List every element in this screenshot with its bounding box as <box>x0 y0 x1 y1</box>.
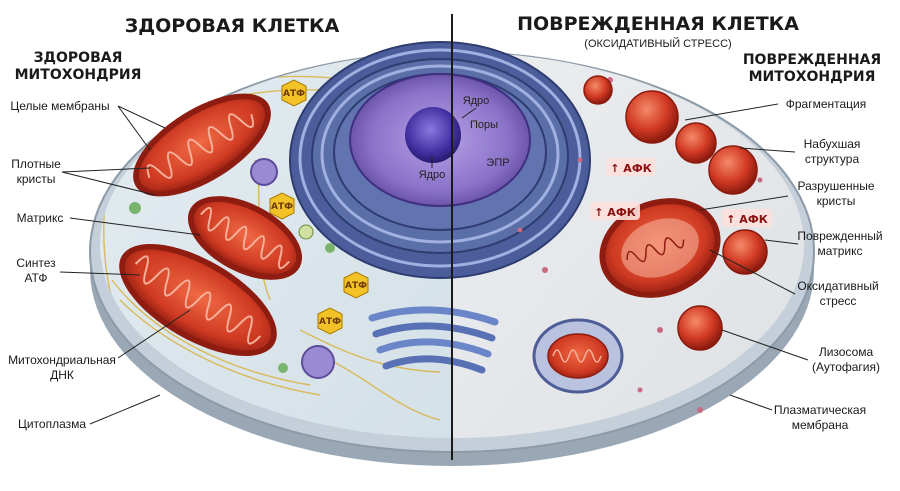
ros-badges: ↑ АФК ↑ АФК ↑ АФК <box>590 158 772 227</box>
label-damaged-matrix-line1: Поврежденный <box>797 229 882 243</box>
healthy-mitochondria <box>119 93 303 356</box>
label-plasma-membrane-line2: мембрана <box>792 418 849 432</box>
swollen-mitochondrion <box>599 198 721 298</box>
fragment <box>625 90 679 144</box>
atp-badge: АТФ <box>343 271 369 299</box>
label-nucleus-top: Ядро <box>463 95 490 107</box>
lysosome <box>532 318 624 394</box>
label-atp-synthesis-line1: Синтез <box>16 256 56 270</box>
svg-text:АТФ: АТФ <box>345 281 367 291</box>
label-lysosome-line1: Лизосома <box>819 345 874 359</box>
ros-badge: ↑ АФК <box>722 209 772 227</box>
leader-oxidative-stress <box>709 249 796 295</box>
healthy-mito-header-line1: ЗДОРОВАЯ <box>34 50 123 66</box>
svg-text:↑ АФК: ↑ АФК <box>610 162 651 175</box>
healthy-vesicles <box>129 158 335 379</box>
label-fragmentation: Фрагментация <box>786 97 867 111</box>
fibre <box>299 329 441 373</box>
svg-text:↑ АФК: ↑ АФК <box>594 206 635 219</box>
label-atp-synthesis-line2: АТФ <box>24 271 47 285</box>
svg-text:↑ АФК: ↑ АФК <box>726 213 767 226</box>
leader-fragmentation <box>684 103 779 121</box>
vesicle <box>250 158 278 186</box>
fragment <box>708 145 758 195</box>
label-plasma-membrane-line1: Плазматическая <box>774 403 866 417</box>
label-pores: Поры <box>470 119 498 131</box>
label-damaged-matrix-line2: матрикс <box>818 244 863 258</box>
label-dense-cristae-line2: кристы <box>17 172 56 186</box>
label-damaged-cristae-line2: кристы <box>817 194 856 208</box>
vesicle <box>278 363 288 373</box>
label-damaged-cristae-line1: Разрушенные <box>797 179 874 193</box>
svg-text:АТФ: АТФ <box>271 202 293 212</box>
fibre <box>111 279 311 386</box>
label-mtdna-line1: Митохондриальная <box>8 353 116 367</box>
label-dense-cristae-line1: Плотные <box>11 157 61 171</box>
fibre <box>329 359 441 421</box>
mitochondrion-1 <box>133 93 271 197</box>
damaged-cell-title: ПОВРЕЖДЕННАЯ КЛЕТКА <box>517 13 799 35</box>
leader-damaged-cristae <box>699 195 789 211</box>
fragment <box>583 75 613 105</box>
leader-mtdna <box>117 309 191 359</box>
label-cytoplasm: Цитоплазма <box>18 417 86 431</box>
label-er: ЭПР <box>486 157 509 169</box>
atp-badge: АТФ <box>317 307 343 335</box>
healthy-mito-header-line2: МИТОХОНДРИЯ <box>15 67 142 83</box>
golgi-apparatus <box>368 306 499 374</box>
label-intact-membranes: Целые мембраны <box>10 99 109 113</box>
nucleolus <box>405 107 461 163</box>
damaged-mito-header-line2: МИТОХОНДРИЯ <box>749 69 876 85</box>
leader-lysosome <box>721 329 809 361</box>
ros-badge: ↑ АФК <box>590 202 640 220</box>
vesicle <box>325 243 335 253</box>
vesicle <box>301 345 335 379</box>
atp-badges: АТФ АТФ АТФ АТФ <box>269 79 369 335</box>
mitochondrion-2 <box>187 196 303 280</box>
label-swollen-line2: структура <box>805 152 860 166</box>
atp-badge: АТФ <box>281 79 307 107</box>
damaged-mito-header-line1: ПОВРЕЖДЕННАЯ <box>743 52 881 68</box>
fibre <box>119 299 321 396</box>
atp-badge: АТФ <box>269 192 295 220</box>
label-nucleolus: Ядро <box>419 169 446 181</box>
fragment <box>722 229 768 275</box>
mitochondrion-3 <box>119 244 277 356</box>
leader-swollen <box>739 147 796 153</box>
debris-particles <box>517 77 763 413</box>
ros-badge: ↑ АФК <box>606 158 656 176</box>
damaged-cell-subtitle: (ОКСИДАТИВНЫЙ СТРЕСС) <box>584 37 731 50</box>
label-matrix: Матрикс <box>17 211 64 225</box>
leader-cytoplasm <box>89 394 161 425</box>
leader-plasma-membrane <box>729 394 773 411</box>
leader-atp-synthesis <box>59 271 141 276</box>
leader-dense-cristae <box>61 167 156 196</box>
fragment <box>677 305 723 351</box>
leader-intact-membranes <box>117 105 166 151</box>
damaged-mitochondria <box>583 75 768 351</box>
svg-text:АТФ: АТФ <box>283 89 305 99</box>
label-mtdna-line2: ДНК <box>50 368 74 382</box>
vesicle <box>129 202 141 214</box>
label-oxidative-stress-line1: Оксидативный <box>797 279 878 293</box>
label-lysosome-line2: (Аутофагия) <box>812 360 880 374</box>
label-oxidative-stress-line2: стресс <box>820 294 857 308</box>
label-swollen-line1: Набухшая <box>804 137 861 151</box>
leader-nucleus-top <box>461 107 477 119</box>
vesicle <box>298 224 314 240</box>
leader-damaged-matrix <box>764 239 799 245</box>
healthy-cell-title: ЗДОРОВАЯ КЛЕТКА <box>125 15 340 37</box>
fragment <box>675 122 717 164</box>
leader-matrix <box>69 217 201 236</box>
svg-text:АТФ: АТФ <box>319 317 341 327</box>
